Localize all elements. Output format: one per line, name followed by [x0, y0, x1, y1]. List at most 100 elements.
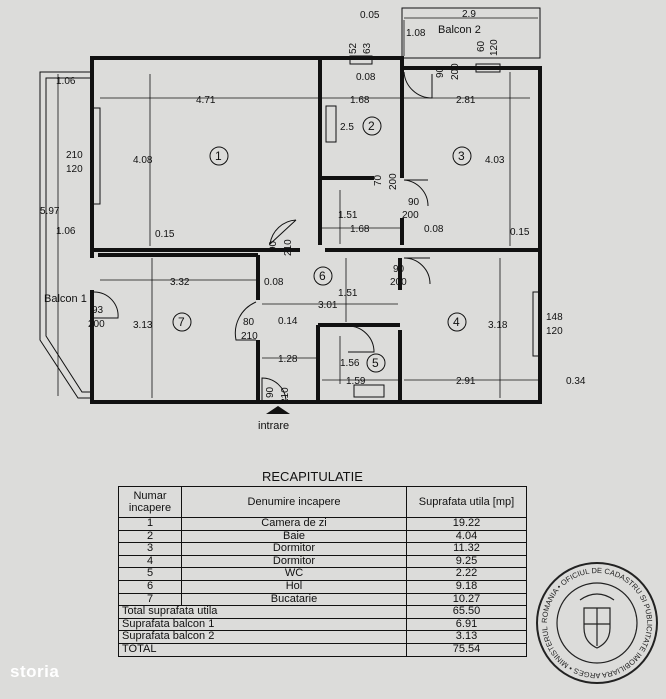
balcony-2-label: Balcon 2: [438, 24, 481, 36]
coat-of-arms-icon: [579, 593, 615, 649]
dim-label: 0.14: [278, 316, 298, 327]
dim-label: 210: [283, 239, 294, 256]
recap-title: RECAPITULATIE: [262, 469, 363, 484]
dim-label: 4.08: [133, 155, 153, 166]
room-name-cell: Baie: [181, 529, 407, 544]
dim-label: 1.59: [346, 376, 366, 387]
room-name-cell: Bucatarie: [181, 592, 407, 607]
dim-label: 3.01: [318, 300, 338, 311]
dim-label: 3.32: [170, 277, 190, 288]
room-numbers: 1 2 3 4 5 6 7: [172, 116, 472, 373]
room-number-cell: 6: [118, 579, 182, 594]
floor-plan: 1 2 3 4 5 6 7 Balcon 1 Balcon 2 intrare …: [39, 7, 586, 432]
total-area: 75.54: [406, 642, 527, 657]
dim-label: 1.08: [406, 28, 426, 39]
room-number-1: 1: [215, 149, 222, 163]
room-number-3: 3: [458, 149, 465, 163]
dim-label: 0.05: [360, 10, 380, 21]
dim-label: 120: [489, 39, 500, 56]
dim-label: 60: [476, 40, 487, 52]
dim-label: 210: [66, 150, 83, 161]
header-room-name: Denumire incapere: [181, 486, 407, 518]
total-label: Suprafata balcon 1: [118, 617, 407, 632]
interior-walls: [91, 55, 542, 400]
dim-label: 0.08: [424, 224, 444, 235]
dim-label: 52: [348, 42, 359, 54]
dim-label: 1.51: [338, 210, 358, 221]
dim-label: 0.34: [566, 376, 586, 387]
dim-label: 90: [268, 240, 279, 252]
room-number-7: 7: [178, 315, 185, 329]
recap-table: Numar incapere Denumire incapere Suprafa…: [118, 486, 527, 657]
dim-label: 3.13: [133, 320, 153, 331]
room-number-cell: 3: [118, 542, 182, 556]
dim-label: 210: [280, 387, 291, 404]
dim-label: 90: [435, 66, 446, 78]
dimension-labels: 0.05 2.9 1.08 52 63 60 120 1.06 4.71 0.0…: [40, 9, 586, 404]
total-area: 3.13: [406, 630, 527, 644]
room-area-cell: 9.25: [406, 554, 527, 569]
dim-label: 148: [546, 312, 563, 323]
dim-label: 0.15: [155, 229, 175, 240]
room-number-cell: 5: [118, 567, 182, 581]
room-number-5: 5: [372, 356, 379, 370]
room-name-cell: Dormitor: [181, 554, 407, 569]
room-number-cell: 4: [118, 554, 182, 569]
dim-label: 70: [373, 174, 384, 186]
room-number-cell: 7: [118, 592, 182, 607]
dim-label: 200: [388, 173, 399, 190]
dim-label: 200: [450, 63, 461, 80]
room-area-cell: 19.22: [406, 517, 527, 531]
total-label: Total suprafata utila: [118, 605, 407, 619]
dim-label: 1.68: [350, 224, 370, 235]
dim-label: 63: [362, 42, 373, 54]
dim-label: 1.56: [340, 358, 360, 369]
room-area-cell: 9.18: [406, 579, 527, 594]
entrance-arrow: [266, 406, 290, 414]
dim-label: 2.5: [340, 122, 354, 133]
total-area: 65.50: [406, 605, 527, 619]
room-number-6: 6: [319, 269, 326, 283]
dim-label: 1.28: [278, 354, 298, 365]
dim-label: 1.51: [338, 288, 358, 299]
outer-walls: [39, 7, 542, 404]
cadastral-stamp: ROMANIA • OFICIUL DE CADASTRU SI PUBLICI…: [532, 558, 658, 684]
dim-label: 1.68: [350, 95, 370, 106]
dim-label: 4.71: [196, 95, 216, 106]
table-header-row: Numar incapere Denumire incapere Suprafa…: [118, 486, 527, 518]
room-number-4: 4: [453, 315, 460, 329]
dim-label: 1.06: [56, 76, 76, 87]
room-name-cell: Camera de zi: [181, 517, 407, 531]
storia-logo: storia: [10, 662, 60, 681]
dim-label: 120: [546, 326, 563, 337]
total-area: 6.91: [406, 617, 527, 632]
room-number-cell: 2: [118, 529, 182, 544]
total-label: TOTAL: [118, 642, 407, 657]
dim-label: 80: [243, 317, 255, 328]
room-area-cell: 10.27: [406, 592, 527, 607]
total-label: Suprafata balcon 2: [118, 630, 407, 644]
dim-label: 93: [92, 305, 104, 316]
room-area-cell: 2.22: [406, 567, 527, 581]
dim-label: 2.91: [456, 376, 476, 387]
dim-label: 5.97: [40, 206, 60, 217]
dim-label: 3.18: [488, 320, 508, 331]
room-number-2: 2: [368, 119, 375, 133]
room-name-cell: Dormitor: [181, 542, 407, 556]
header-room-number: Numar incapere: [118, 486, 182, 518]
dim-label: 90: [393, 264, 405, 275]
dim-label: 90: [408, 197, 420, 208]
room-number-cell: 1: [118, 517, 182, 531]
room-name-cell: WC: [181, 567, 407, 581]
balcony-1-label: Balcon 1: [44, 293, 87, 305]
dim-label: 200: [390, 277, 407, 288]
